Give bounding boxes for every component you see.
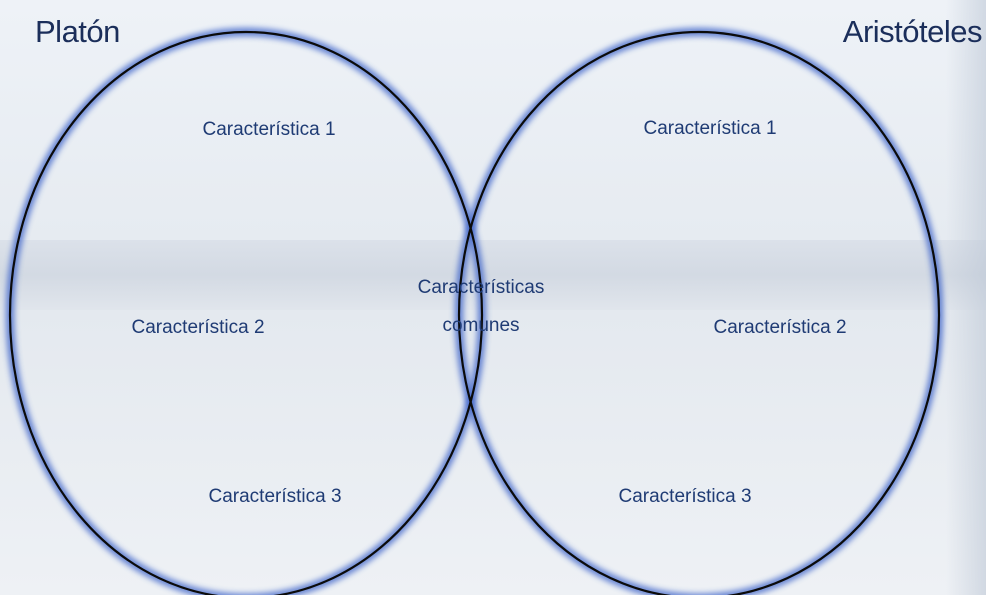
- title-platon: Platón: [35, 14, 120, 49]
- right-feature-3: Característica 3: [618, 486, 752, 507]
- left-feature-3: Característica 3: [208, 486, 342, 507]
- common-features-line-1: Características: [417, 277, 545, 298]
- left-feature-2: Característica 2: [131, 317, 265, 338]
- title-aristoteles: Aristóteles: [842, 14, 983, 49]
- right-feature-1: Característica 1: [643, 118, 777, 139]
- background-pillar: [946, 0, 986, 595]
- common-features-line-2: comunes: [442, 315, 520, 336]
- right-circle: [457, 30, 941, 595]
- left-feature-1: Característica 1: [202, 119, 336, 140]
- left-circle: [8, 30, 484, 595]
- background-building-band: [0, 240, 986, 310]
- background-top: [0, 0, 986, 240]
- right-feature-2: Característica 2: [713, 317, 847, 338]
